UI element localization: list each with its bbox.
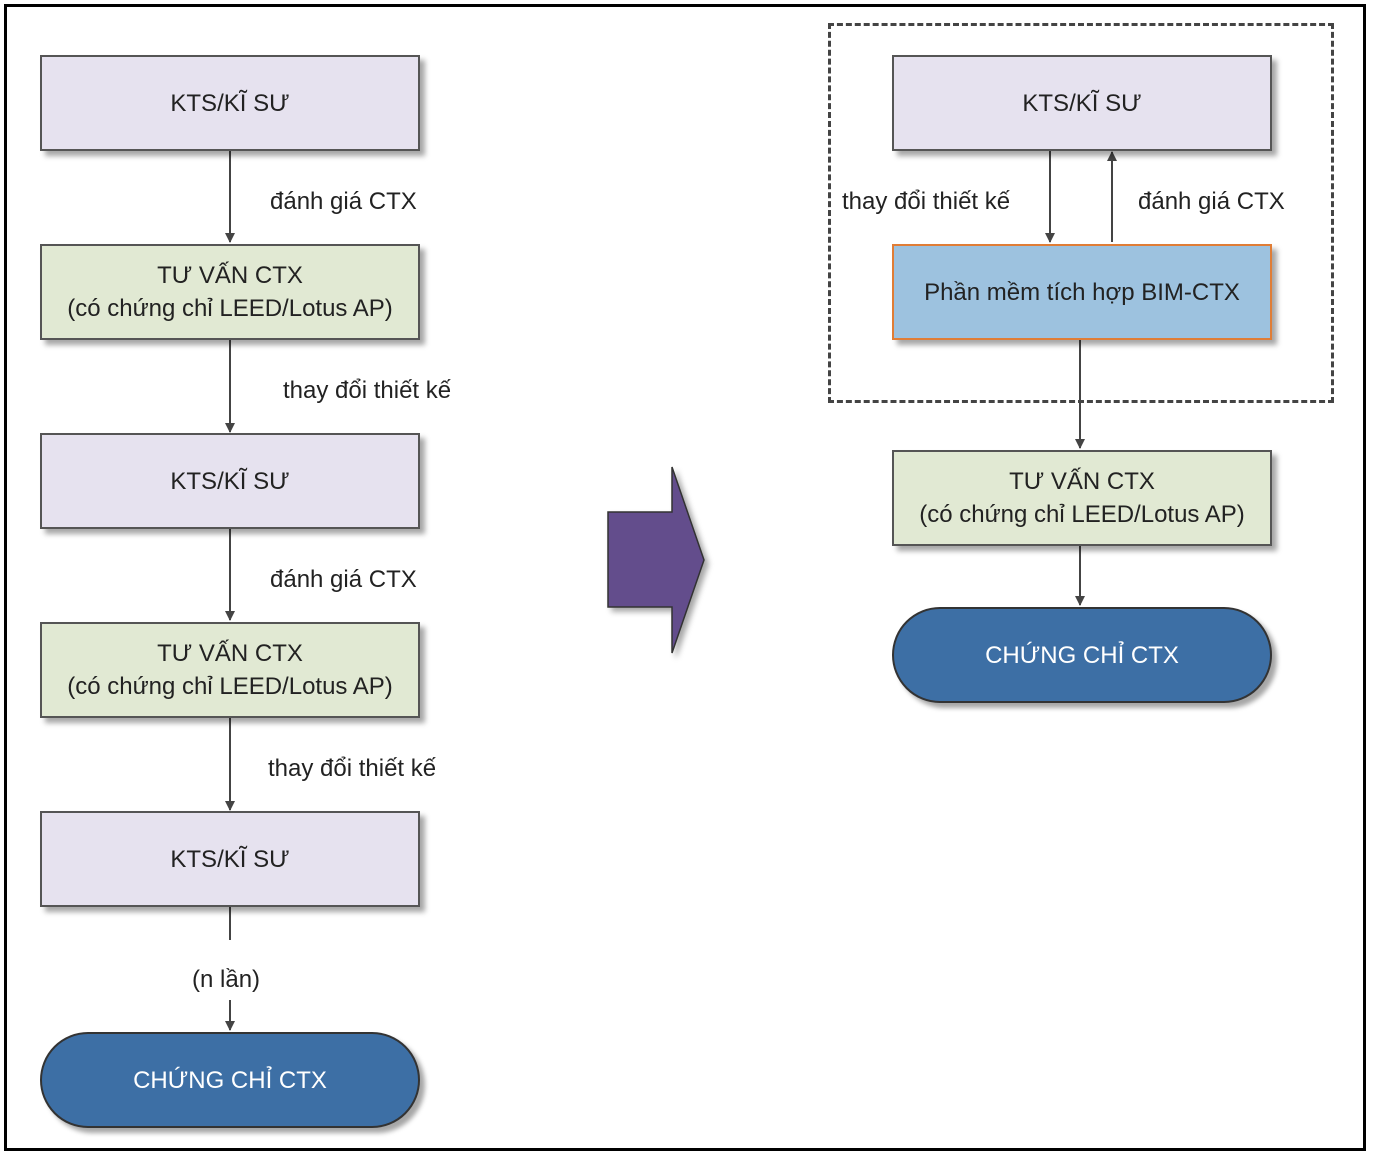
left-edge-label-5: (n lần)	[192, 966, 261, 993]
left-consultant-box-1: TƯ VẤN CTX (có chứng chỉ LEED/Lotus AP)	[40, 244, 420, 340]
right-architect-label: KTS/KĨ SƯ	[1022, 89, 1142, 117]
left-architect-label-3: KTS/KĨ SƯ	[170, 845, 290, 873]
right-edge-label-down: thay đổi thiết kế	[842, 188, 1011, 215]
left-architect-box-2: KTS/KĨ SƯ	[40, 433, 420, 529]
right-consultant-box: TƯ VẤN CTX (có chứng chỉ LEED/Lotus AP)	[892, 450, 1272, 546]
right-certificate-terminator: CHỨNG CHỈ CTX	[892, 607, 1272, 703]
left-consultant-title-2: TƯ VẤN CTX	[157, 640, 303, 667]
bim-software-label: Phần mềm tích hợp BIM-CTX	[924, 278, 1240, 306]
right-edge-label-up: đánh giá CTX	[1138, 188, 1285, 215]
right-certificate-label: CHỨNG CHỈ CTX	[985, 641, 1179, 669]
left-edge-label-1: đánh giá CTX	[270, 188, 417, 215]
outer-frame	[4, 4, 1366, 1151]
left-consultant-title-1: TƯ VẤN CTX	[157, 262, 303, 289]
left-architect-label-1: KTS/KĨ SƯ	[170, 89, 290, 117]
left-edge-label-3: đánh giá CTX	[270, 566, 417, 593]
bim-group-dashed-frame	[828, 23, 1334, 403]
right-architect-box: KTS/KĨ SƯ	[892, 55, 1272, 151]
left-architect-box-1: KTS/KĨ SƯ	[40, 55, 420, 151]
right-consultant-subtitle: (có chứng chỉ LEED/Lotus AP)	[919, 501, 1245, 528]
left-architect-label-2: KTS/KĨ SƯ	[170, 467, 290, 495]
bim-software-box: Phần mềm tích hợp BIM-CTX	[892, 244, 1272, 340]
left-consultant-subtitle-1: (có chứng chỉ LEED/Lotus AP)	[67, 295, 393, 322]
left-consultant-box-2: TƯ VẤN CTX (có chứng chỉ LEED/Lotus AP)	[40, 622, 420, 718]
transition-arrow	[607, 466, 705, 654]
left-edge-label-2: thay đổi thiết kế	[283, 377, 452, 404]
right-consultant-title: TƯ VẤN CTX	[1009, 468, 1155, 495]
left-consultant-subtitle-2: (có chứng chỉ LEED/Lotus AP)	[67, 673, 393, 700]
left-architect-box-3: KTS/KĨ SƯ	[40, 811, 420, 907]
left-certificate-label: CHỨNG CHỈ CTX	[133, 1066, 327, 1094]
left-certificate-terminator: CHỨNG CHỈ CTX	[40, 1032, 420, 1128]
left-edge-label-4: thay đổi thiết kế	[268, 755, 437, 782]
